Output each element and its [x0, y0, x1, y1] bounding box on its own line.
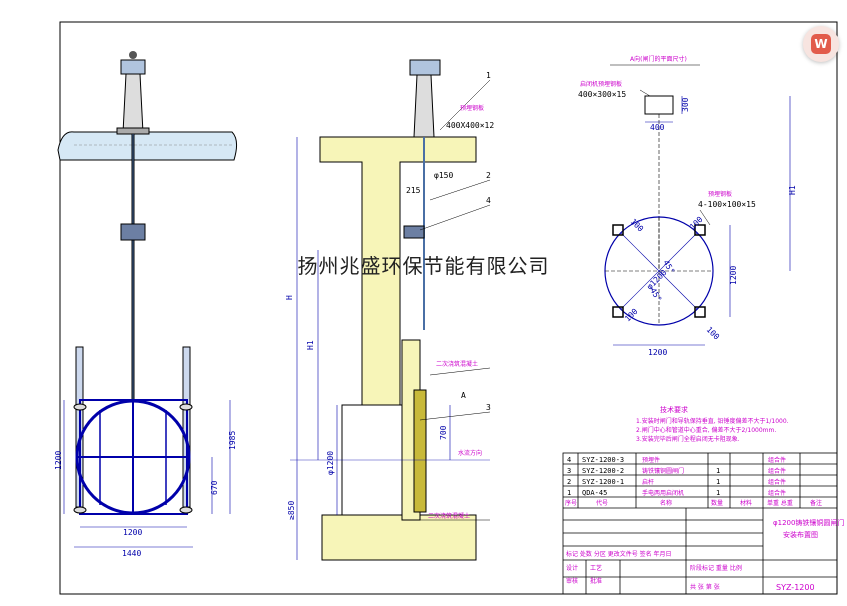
- parts-header-code: 代号: [596, 499, 608, 507]
- part-row-note: 组合件: [768, 456, 786, 464]
- part-row-no: 4: [567, 456, 571, 464]
- parts-header-material: 材料: [740, 499, 752, 507]
- side-balloon-1: 1: [486, 71, 491, 80]
- part-row-name: 铸铁镶铜圆闸门: [642, 467, 684, 475]
- a-view-plate-label: 启闭机预埋钢板: [580, 80, 622, 88]
- side-phi150: φ150: [434, 171, 453, 180]
- a-view-dim-1200-side: 1200: [729, 266, 738, 285]
- side-balloon-2: 2: [486, 171, 491, 180]
- part-row-code: SYZ-1200-1: [582, 478, 624, 486]
- title-block-sign-approve: 批准: [590, 577, 602, 585]
- title-block-sign-review: 审核: [566, 577, 578, 585]
- part-row-code: SYZ-1200-3: [582, 456, 624, 464]
- side-dim-H: H: [285, 295, 294, 300]
- part-row-note: 组合件: [768, 489, 786, 497]
- part-row-note: 组合件: [768, 478, 786, 486]
- front-view: [57, 51, 238, 548]
- notes-title: 技术要求: [660, 405, 688, 414]
- a-view-dim-H1: H1: [788, 185, 797, 195]
- side-embed-plate-size: 400X400×12: [446, 121, 494, 130]
- part-row-name: 启杆: [642, 478, 654, 486]
- parts-header-weight: 单重 总重: [767, 499, 793, 507]
- front-dim-1200: 1200: [123, 528, 142, 537]
- part-row-no: 3: [567, 467, 571, 475]
- part-row-name: 手电两用启闭机: [642, 489, 684, 497]
- a-view-dim-300: 300: [681, 97, 690, 112]
- side-dim-215: 215: [406, 186, 421, 195]
- part-row-name: 预埋件: [642, 456, 660, 464]
- side-dim-700: 700: [439, 425, 448, 440]
- title-block-grid: [562, 452, 838, 595]
- front-dim-670: 670: [210, 480, 219, 495]
- parts-header-name: 名称: [660, 499, 672, 507]
- a-view-title: A向(闸门的平面尺寸): [630, 55, 687, 63]
- side-dim-850: ≥850: [287, 501, 296, 520]
- drawing-frame: [59, 21, 838, 595]
- document-w-button[interactable]: W: [803, 26, 839, 62]
- title-block-stage-row: 阶段标记 重量 比例: [690, 564, 742, 572]
- a-view: [604, 64, 791, 346]
- a-view-dim-100d: 100: [705, 325, 722, 342]
- title-block-sheet-row: 共 张 第 张: [690, 583, 720, 591]
- part-row-no: 2: [567, 478, 571, 486]
- side-flow-direction: 水流方向: [458, 449, 482, 457]
- a-view-embed-label: 预埋钢板: [708, 190, 732, 198]
- a-view-dim-100b: 100: [688, 215, 705, 232]
- part-row-note: 组合件: [768, 467, 786, 475]
- title-block-subtitle: 安装布置图: [783, 530, 818, 539]
- side-label-A: A: [461, 391, 466, 400]
- a-view-angle-b: 45°: [648, 287, 663, 304]
- a-view-dim-400: 400: [650, 123, 665, 132]
- title-block-revision-row: 标记 处数 分区 更改文件号 签名 年月日: [566, 550, 672, 558]
- side-dim-phi1200: φ1200: [326, 451, 335, 475]
- a-view-embed-size: 4-100×100×15: [698, 200, 756, 209]
- parts-header-qty: 数量: [711, 499, 723, 507]
- part-row-qty: 1: [716, 467, 720, 475]
- notes-line-2: 2.闸门中心和管道中心重合, 偏差不大于2/1000mm.: [636, 426, 776, 434]
- side-balloon-4: 4: [486, 196, 491, 205]
- part-row-no: 1: [567, 489, 571, 497]
- title-block-drawing-no: SYZ-1200: [776, 583, 815, 592]
- side-view: [290, 59, 491, 561]
- title-block-sign-design: 设计: [566, 564, 578, 572]
- title-block-sign-process: 工艺: [590, 564, 602, 572]
- parts-header-note: 备注: [810, 499, 822, 507]
- notes-line-1: 1.安装时闸门和导轨保持垂直, 铅锤度偏差不大于1/1000.: [636, 417, 789, 425]
- part-row-code: QDA-45: [582, 489, 607, 497]
- a-view-dim-1200-bottom: 1200: [648, 348, 667, 357]
- front-dim-1985: 1985: [228, 431, 237, 450]
- a-view-plate-size: 400×300×15: [578, 90, 626, 99]
- notes-line-3: 3.安装完毕后闸门全程启闭无卡阻现象.: [636, 435, 740, 443]
- side-dim-H1: H1: [306, 340, 315, 350]
- parts-header-no: 序号: [565, 499, 577, 507]
- part-row-qty: 1: [716, 478, 720, 486]
- document-w-icon: W: [811, 34, 831, 54]
- side-balloon-3: 3: [486, 403, 491, 412]
- side-concrete-top: 二次浇筑混凝土: [436, 360, 478, 368]
- part-row-code: SYZ-1200-2: [582, 467, 624, 475]
- title-block-title: φ1200铸铁镶铜圆闸门: [773, 518, 844, 527]
- front-dim-1200-height: 1200: [54, 451, 63, 470]
- side-concrete-bottom: 二次浇筑混凝土: [428, 512, 470, 520]
- side-embed-plate-label: 预埋钢板: [460, 104, 484, 112]
- part-row-qty: 1: [716, 489, 720, 497]
- front-dim-1440: 1440: [122, 549, 141, 558]
